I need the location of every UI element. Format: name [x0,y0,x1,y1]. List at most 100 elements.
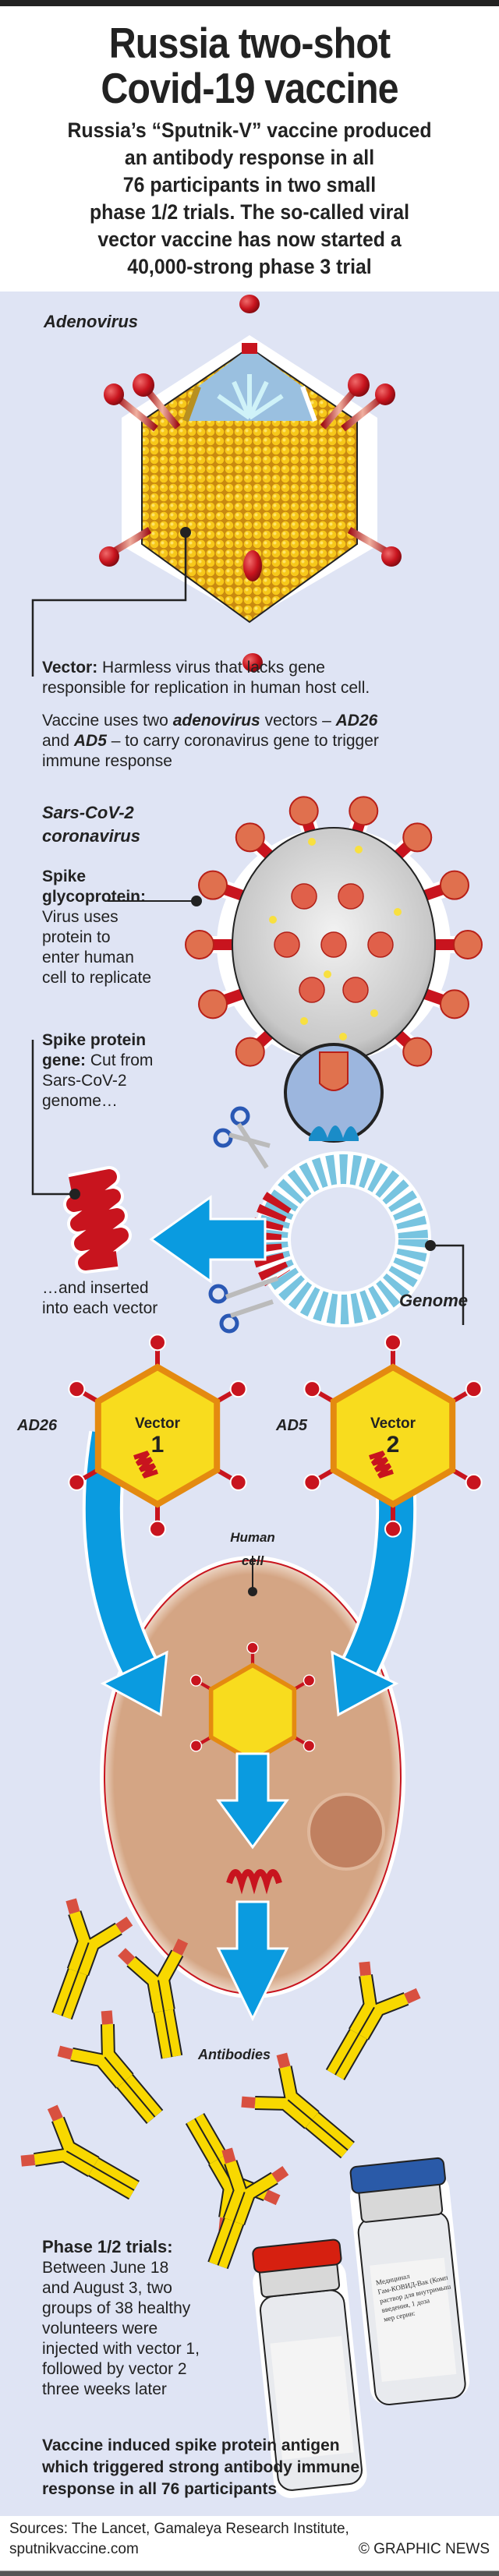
hexagon-capsid-icon [330,1363,456,1508]
vector-description: Vector: Harmless virus that lacks gene r… [42,658,494,698]
nucleus-icon [307,1793,385,1871]
vector-2-label: Vector 2 [362,1415,424,1458]
vectors-and-cell-illustration [68,1334,483,1998]
adenovirus-illustration [31,295,402,677]
spike-head-icon [349,796,379,826]
vector-desc: responsible for replication in human hos… [42,679,370,697]
gene-term: Spike protein [42,1031,147,1049]
spike-head-icon [439,870,469,900]
glycan-dot-icon [394,908,402,916]
adenovirus-term: adenovirus [172,712,260,730]
title-line: Covid-19 vaccine [101,64,398,112]
subtitle: Russia’s “Sputnik-V” vaccine produced an… [20,117,480,281]
vector-2-name: AD5 [276,1417,308,1434]
subtitle-line: 40,000-strong phase 3 trial [127,255,372,278]
subtitle-line: vector vaccine has now started a [97,228,402,251]
fiber-knob-icon [229,1380,247,1398]
vial-blue-cap-icon [349,2157,470,2405]
fiber-knob-icon [303,1473,321,1491]
glycan-dot-icon [370,1009,378,1017]
title-line: Russia two-shot [108,19,391,67]
surface-protein-icon [320,931,347,958]
surface-protein-icon [367,931,394,958]
vial-red-cap-icon [252,2239,367,2498]
surface-proteins [269,838,402,1041]
coronavirus-label: Sars-CoV-2 coronavirus [42,801,140,848]
spike-desc: enter human [42,949,134,966]
hexagon-capsid-icon [208,1663,297,1764]
scissors-icon [213,1106,271,1169]
antibody-icon [57,2010,164,2124]
coronavirus-label-line: coronavirus [42,826,140,846]
antibodies-label: Antibodies [198,2047,271,2062]
sources-text: sputnikvaccine.com [9,2541,139,2557]
fiber-knob-icon [384,1520,402,1538]
gene-desc: Cut from [86,1051,154,1069]
spike-head-icon [288,796,319,826]
surface-protein-icon [342,977,369,1003]
antibodies-illustration [20,1869,421,2270]
arrow-down-icon [216,1752,289,1850]
subtitle-line: 76 participants in two small [122,173,377,196]
surface-protein-icon [299,977,325,1003]
vector-1-label: Vector 1 [126,1415,189,1458]
gene-term: gene: [42,1051,87,1069]
trials-line: and August 3, two [42,2279,172,2297]
ad5-term: AD5 [73,732,107,750]
surface-protein-icon [274,931,300,958]
arrow-left-icon [149,1195,267,1284]
vector-1-icon [68,1334,247,1538]
spike-glycoprotein-description: Spike glycoprotein: Virus uses protein t… [42,867,198,988]
fiber-knob-icon [149,1520,166,1538]
spike-head-icon [235,822,265,853]
credit-text: © GRAPHIC NEWS [358,2541,490,2557]
spike-term: glycoprotein: [42,888,147,906]
conclusion: Vaccine induced spike protein antigen wh… [42,2435,494,2500]
human-cell-label-line: cell [241,1553,264,1568]
spike-head-icon [439,989,469,1019]
explainer-text: vectors – [260,712,336,730]
spike-head-icon [198,989,228,1019]
antibody-icon [241,2052,355,2159]
spike-term: Spike [42,868,87,885]
inserted-description: …and inserted into each vector [42,1278,214,1319]
conclusion-line: Vaccine induced spike protein antigen [42,2436,340,2454]
bottom-rule [0,2571,499,2576]
scissors-icon [208,1276,279,1334]
spike-desc: cell to replicate [42,969,152,987]
antibody-icon [20,2104,140,2200]
spike-gene-icon [369,1451,394,1479]
vector-2-icon [303,1334,483,1538]
human-cell-label-line: Human [230,1530,275,1545]
spike-gene-icon [133,1451,158,1479]
fiber-knob-icon [465,1380,483,1398]
surface-protein-icon [338,883,364,910]
vectors-explainer: Vaccine uses two adenovirus vectors – AD… [42,711,494,772]
fiber-knob-icon [303,1740,316,1752]
footer: Sources: The Lancet, Gamaleya Research I… [9,2519,490,2560]
spike-gene-icon [66,1169,129,1270]
vector-title: Vector [370,1415,416,1432]
inserted-text: into each vector [42,1299,158,1317]
vector-1-name: AD26 [17,1417,58,1434]
spike-head-icon [185,930,214,959]
fiber-knob-icon [303,1380,321,1398]
trials-line: followed by vector 2 [42,2360,187,2378]
trials-description: Phase 1/2 trials: Between June 18 and Au… [42,2237,260,2400]
glycan-dot-icon [308,838,316,846]
trials-heading: Phase 1/2 trials: [42,2237,173,2256]
conclusion-line: response in all 76 participants [42,2480,278,2498]
glycan-dot-icon [269,916,277,924]
fiber-knob-icon [189,1674,203,1687]
human-cell-label: Human cell [214,1526,292,1573]
fiber-knob-icon [246,1641,259,1654]
trials-line: three weeks later [42,2380,167,2398]
fiber-knob-icon [149,1334,166,1352]
trials-line: injected with vector 1, [42,2340,200,2358]
trials-line: volunteers were [42,2320,158,2337]
antibody-icon [51,1898,133,2020]
explainer-text: immune response [42,752,172,770]
gene-extraction-illustration [31,1040,465,1334]
arrow-down-icon [216,1900,289,2022]
sources-text: Sources: The Lancet, Gamaleya Research I… [9,2521,349,2537]
